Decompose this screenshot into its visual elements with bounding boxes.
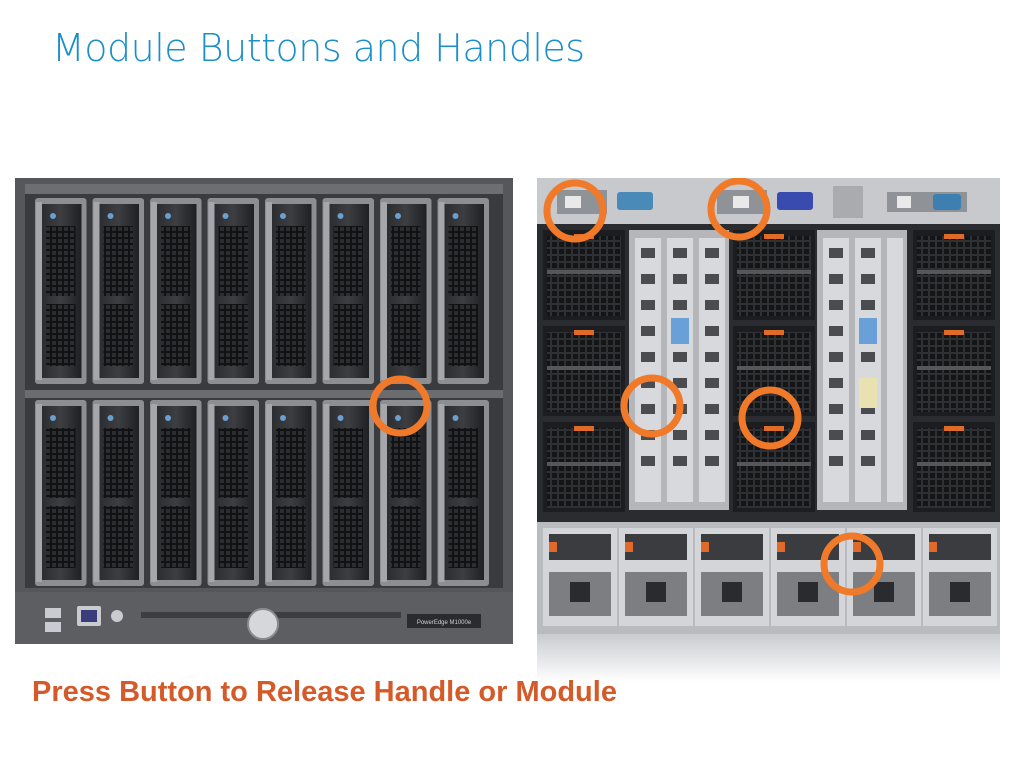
blade-server	[92, 400, 144, 586]
io-port	[829, 326, 843, 336]
power-supply	[771, 528, 845, 626]
power-supply	[619, 528, 693, 626]
power-supply	[847, 528, 921, 626]
io-port	[673, 456, 687, 466]
io-port	[641, 326, 655, 336]
highlight-ring-cmc-left	[543, 179, 607, 243]
io-port	[861, 456, 875, 466]
blade-server	[35, 400, 87, 586]
rear-chassis-reflection	[537, 634, 1000, 682]
io-port	[673, 378, 687, 388]
blade-server	[207, 198, 259, 384]
io-port	[861, 352, 875, 362]
fan-module	[543, 422, 625, 512]
io-port	[705, 274, 719, 284]
highlight-ring-cmc-center	[707, 178, 771, 241]
blade-server	[380, 198, 432, 384]
blade-server	[207, 400, 259, 586]
io-port	[673, 430, 687, 440]
power-supply	[695, 528, 769, 626]
io-port	[829, 456, 843, 466]
io-port	[829, 300, 843, 310]
io-port	[861, 430, 875, 440]
io-port	[705, 378, 719, 388]
blade-server	[265, 198, 317, 384]
io-port	[673, 352, 687, 362]
rear-chassis-photo	[537, 178, 1000, 634]
io-port	[829, 378, 843, 388]
io-port	[705, 248, 719, 258]
io-port	[673, 248, 687, 258]
front-chassis-photo: PowerEdge M1000e	[15, 178, 513, 644]
fan-module	[913, 326, 995, 416]
io-port	[705, 352, 719, 362]
blade-server	[92, 198, 144, 384]
blade-server	[150, 198, 202, 384]
io-port	[861, 404, 875, 414]
io-port	[641, 352, 655, 362]
fan-module	[913, 422, 995, 512]
io-port	[861, 274, 875, 284]
io-port	[673, 274, 687, 284]
io-port	[641, 456, 655, 466]
chassis-label-plate: PowerEdge M1000e	[417, 620, 472, 626]
io-port	[705, 456, 719, 466]
fan-module	[733, 230, 815, 320]
power-supply	[543, 528, 617, 626]
io-port	[641, 274, 655, 284]
io-port	[641, 248, 655, 258]
fan-module	[543, 326, 625, 416]
blade-server	[437, 400, 489, 586]
highlight-ring-psu-handle	[820, 532, 884, 596]
highlight-ring-fan-module	[738, 386, 802, 450]
blade-server	[265, 400, 317, 586]
io-port	[705, 404, 719, 414]
io-port	[829, 274, 843, 284]
io-port	[705, 300, 719, 310]
blade-server	[437, 198, 489, 384]
io-port	[705, 326, 719, 336]
io-port	[673, 300, 687, 310]
io-port	[705, 430, 719, 440]
highlight-ring-io-module	[620, 374, 684, 438]
io-port	[641, 300, 655, 310]
highlight-ring-blade-release	[369, 375, 431, 437]
blade-server	[322, 400, 374, 586]
power-supply	[923, 528, 997, 626]
blade-server	[150, 400, 202, 586]
io-port	[641, 378, 655, 388]
io-port	[829, 352, 843, 362]
io-port	[861, 300, 875, 310]
io-port	[861, 248, 875, 258]
io-port	[829, 404, 843, 414]
io-port	[829, 248, 843, 258]
blade-server	[322, 198, 374, 384]
slide-title: Module Buttons and Handles	[52, 26, 585, 70]
fan-module	[913, 230, 995, 320]
blade-server	[35, 198, 87, 384]
fan-module	[543, 230, 625, 320]
slide-caption: Press Button to Release Handle or Module	[32, 676, 617, 708]
io-port	[829, 430, 843, 440]
io-port	[641, 404, 655, 414]
